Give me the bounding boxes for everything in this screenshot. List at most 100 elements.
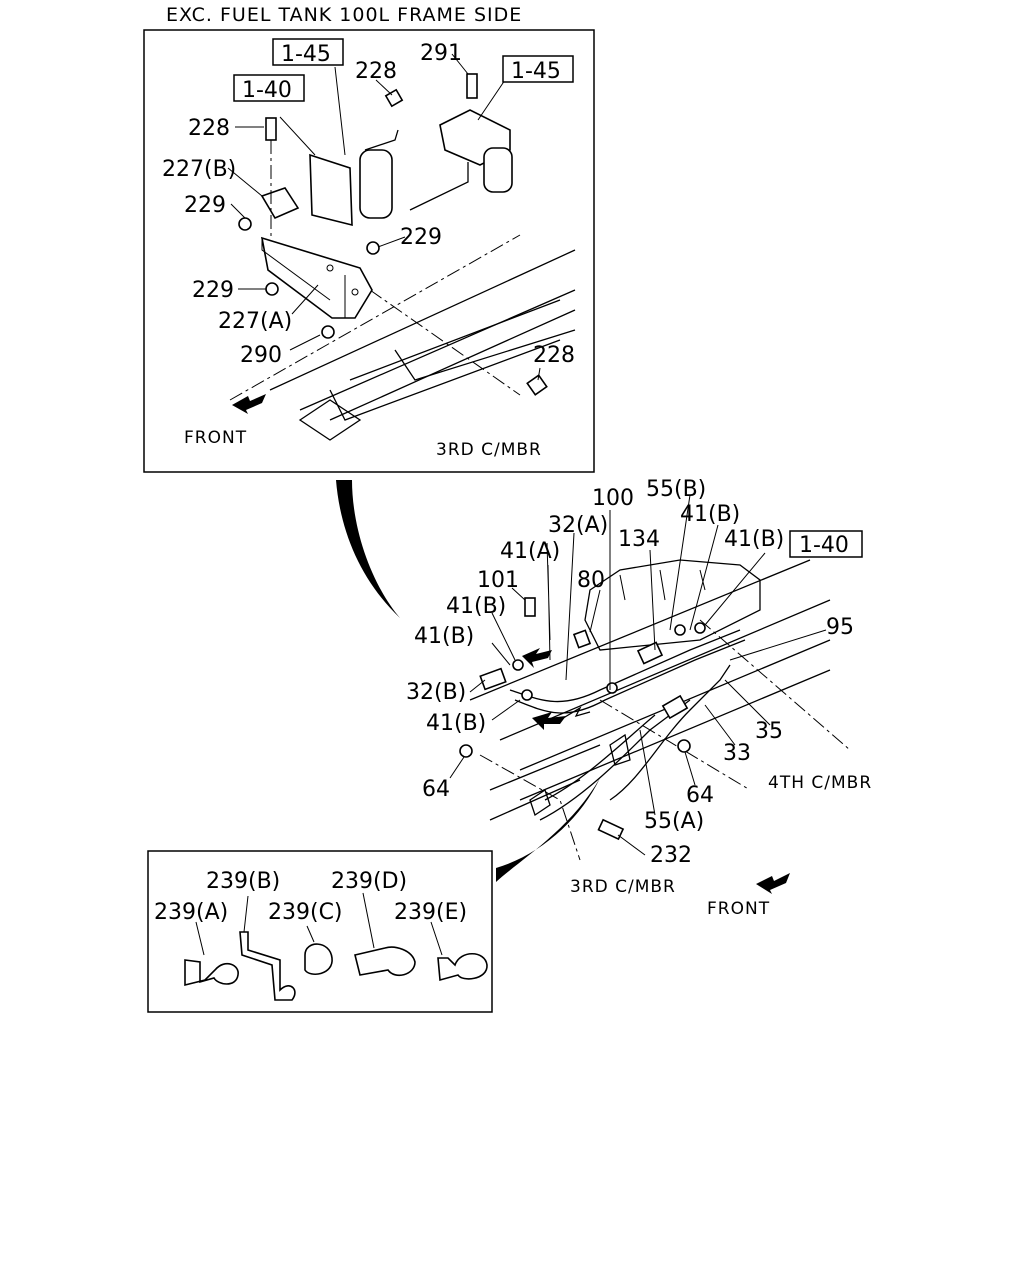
part-label[interactable]: 239(A)	[154, 900, 228, 925]
part-label[interactable]: 229	[192, 278, 234, 303]
frame-rail-upper	[269, 249, 576, 391]
clip-239a	[184, 959, 239, 987]
top-inset: 1-45 1-40 1-45 228 291 228 227(B) 229 22…	[143, 29, 595, 473]
mount-plate	[309, 153, 353, 227]
part-label[interactable]: 80	[577, 568, 605, 593]
clip-41b	[674, 624, 686, 636]
frame-centerline	[229, 234, 521, 401]
bolt-228	[526, 374, 548, 396]
clips-inset-frame	[147, 850, 493, 1013]
nut-229	[238, 217, 252, 231]
callout-connector-top	[336, 480, 400, 618]
flow-arrow-icon	[532, 712, 566, 730]
part-label[interactable]: 35	[755, 719, 783, 744]
part-label[interactable]: 228	[188, 116, 230, 141]
part-label[interactable]: 41(A)	[500, 539, 560, 564]
frame-rail-2	[499, 599, 831, 741]
leader-lines	[227, 53, 541, 381]
nut-229	[265, 282, 279, 296]
ref-box-label[interactable]: 1-40	[799, 533, 849, 558]
crossmember-axis	[699, 619, 851, 751]
part-label[interactable]: 33	[723, 741, 751, 766]
clip-41b	[521, 689, 533, 701]
filter-pipe	[364, 129, 399, 151]
clip-32b	[479, 667, 507, 691]
bolt-291	[466, 73, 478, 99]
bolt-232	[597, 818, 625, 841]
clip-239	[609, 733, 631, 766]
frame-rail-top	[469, 559, 811, 701]
ref-box[interactable]: 1-40	[233, 74, 305, 103]
part-label[interactable]: 64	[422, 777, 450, 802]
part-label[interactable]: 134	[618, 527, 660, 552]
part-label[interactable]: 229	[184, 193, 226, 218]
clip-239d	[354, 946, 416, 977]
part-label[interactable]: 239(C)	[268, 900, 343, 925]
frame-rail-mid	[299, 289, 576, 411]
part-label[interactable]: 41(B)	[414, 624, 474, 649]
fuel-pipe-55a	[539, 699, 691, 821]
ref-box-label[interactable]: 1-45	[511, 59, 561, 84]
flow-arrow-icon	[559, 706, 591, 721]
crossmember-3rd-axis	[479, 754, 581, 861]
part-label[interactable]: 239(B)	[206, 869, 280, 894]
bracket-hole	[351, 288, 359, 296]
frame-rail-lower	[329, 309, 576, 421]
bracket-227a-edges	[261, 238, 346, 318]
part-label[interactable]: 41(B)	[426, 711, 486, 736]
part-label[interactable]: 101	[477, 568, 519, 593]
ref-box-label[interactable]: 1-40	[242, 78, 292, 103]
clip-100	[606, 682, 618, 694]
clip-239b	[239, 931, 296, 1001]
part-label[interactable]: 100	[592, 486, 634, 511]
hose-134	[636, 641, 664, 665]
part-label[interactable]: 229	[400, 225, 442, 250]
part-label[interactable]: 227(B)	[162, 157, 236, 182]
part-label[interactable]: 55(A)	[644, 809, 704, 834]
part-label[interactable]: 41(B)	[680, 502, 740, 527]
part-label[interactable]: 228	[533, 343, 575, 368]
crossmember-label: 3RD C/MBR	[436, 440, 542, 460]
crossmember-4th-axis	[599, 699, 751, 791]
fuel-filter-right	[483, 147, 513, 193]
fuel-pipe-main-2	[514, 639, 746, 714]
part-label[interactable]: 41(B)	[446, 594, 506, 619]
part-label[interactable]: 227(A)	[218, 309, 292, 334]
ref-box-frame	[272, 38, 344, 66]
bolt-228	[384, 88, 404, 108]
part-label[interactable]: 228	[355, 59, 397, 84]
bolt-80	[572, 629, 592, 649]
frame-rail-lower	[489, 744, 601, 821]
nut-229	[366, 241, 380, 255]
part-label[interactable]: 291	[420, 41, 462, 66]
clip-41b	[512, 659, 524, 671]
front-label: FRONT	[707, 899, 770, 919]
part-label[interactable]: 239(D)	[331, 869, 407, 894]
bolt-axis-line	[369, 289, 521, 396]
part-label[interactable]: 290	[240, 343, 282, 368]
crossmember-3rd-label: 3RD C/MBR	[570, 877, 676, 897]
nut-64	[677, 739, 691, 753]
front-arrow-icon	[756, 873, 790, 894]
flow-arrow-icon	[522, 648, 552, 668]
part-label[interactable]: 239(E)	[394, 900, 467, 925]
fuel-tank-detail	[619, 569, 706, 601]
part-label[interactable]: 32(A)	[548, 513, 608, 538]
ref-box[interactable]: 1-40	[789, 530, 863, 558]
ref-box-frame	[233, 74, 305, 102]
part-label[interactable]: 64	[686, 783, 714, 808]
front-arrow-icon	[232, 394, 266, 414]
bolt-101	[524, 597, 536, 617]
ref-box-label[interactable]: 1-45	[281, 42, 331, 67]
part-label[interactable]: 32(B)	[406, 680, 466, 705]
filter-outlet-pipe	[409, 162, 469, 211]
leader-lines	[449, 494, 827, 856]
bracket-hole	[326, 264, 334, 272]
part-label[interactable]: 95	[826, 615, 854, 640]
bolt-228	[265, 117, 277, 141]
ref-box[interactable]: 1-45	[272, 38, 344, 67]
part-label[interactable]: 55(B)	[646, 477, 706, 502]
part-label[interactable]: 232	[650, 843, 692, 868]
ref-box[interactable]: 1-45	[502, 55, 574, 84]
part-label[interactable]: 41(B)	[724, 527, 784, 552]
